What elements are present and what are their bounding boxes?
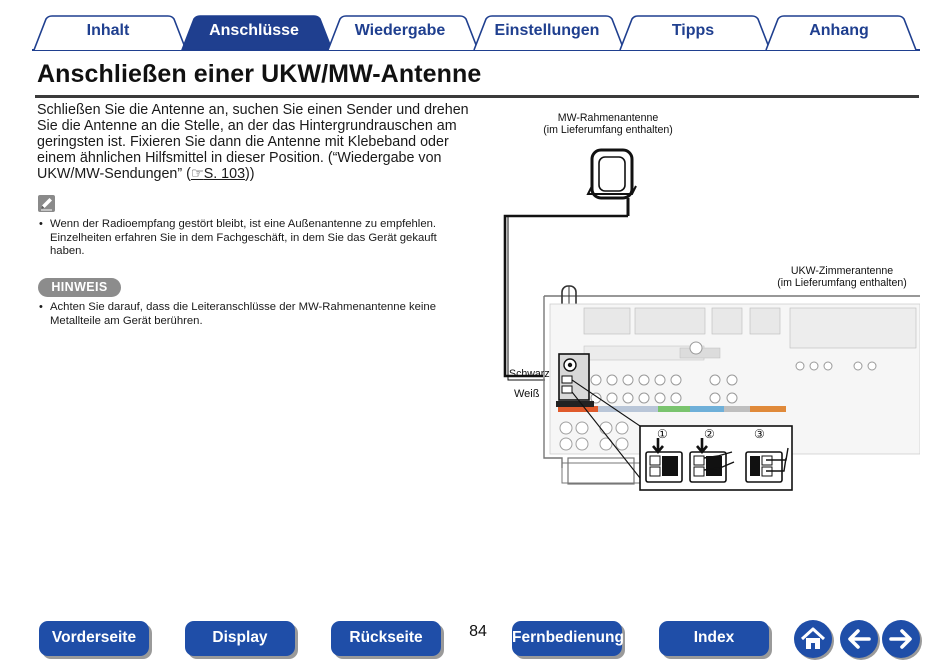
antenna-connection-diagram: MW-Rahmenantenne (im Lieferumfang enthal… [500,108,920,498]
tab-wiedergabe[interactable]: Wiedergabe [354,22,446,39]
tab-tipps[interactable]: Tipps [671,22,715,39]
page-number: 84 [469,623,487,640]
tab-bar-shapes [32,15,920,51]
wire-white-label: Weiß [514,388,540,400]
home-button[interactable] [794,620,832,658]
fm-antenna-label: UKW-Zimmerantenne (im Lieferumfang entha… [770,265,914,290]
connection-steps-inset [639,425,793,491]
tab-bar: Inhalt Anschlüsse Wiedergabe Einstellung… [0,0,950,56]
mw-antenna-name: MW-Rahmenantenne [557,112,659,124]
diagram-drawing [503,148,920,491]
note-item: Wenn der Radioempfang gestört bleibt, is… [37,218,457,259]
forward-button[interactable] [882,620,920,658]
title-divider [35,95,919,98]
note-list: Wenn der Radioempfang gestört bleibt, is… [37,218,457,259]
nav-display-button[interactable]: Display [185,621,295,656]
nav-vorderseite-button[interactable]: Vorderseite [39,621,149,656]
hint-badge: HINWEIS [38,278,121,297]
hint-item: Achten Sie darauf, dass die Leiteranschl… [37,301,457,328]
step-2-marker: ② [704,427,715,441]
tab-anhang[interactable]: Anhang [809,22,869,39]
home-icon [800,627,826,649]
intro-paragraph: Schließen Sie die Antenne an, suchen Sie… [37,102,477,183]
tab-inhalt[interactable]: Inhalt [86,22,130,39]
mw-antenna-note: (im Lieferumfang enthalten) [543,124,673,137]
hint-list: Achten Sie darauf, dass die Leiteranschl… [37,301,457,328]
pointing-hand-icon: ☞ [190,165,204,182]
fm-antenna-name: UKW-Zimmerantenne [790,265,894,277]
mw-antenna-label: MW-Rahmenantenne (im Lieferumfang enthal… [538,112,678,137]
wire-black-label: Schwarz [509,368,550,380]
arrow-right-icon [889,629,912,649]
intro-text: Schließen Sie die Antenne an, suchen Sie… [37,102,469,182]
arrow-left-icon [848,629,871,649]
nav-rueckseite-button[interactable]: Rückseite [331,621,441,656]
pencil-icon [38,195,55,212]
tab-einstellungen[interactable]: Einstellungen [494,22,600,39]
tab-anschluesse[interactable]: Anschlüsse [209,22,299,39]
nav-index-button[interactable]: Index [659,621,769,656]
antenna-terminal-block [556,353,594,407]
reference-link[interactable]: ☞S. 103 [191,166,245,182]
page-title: Anschließen einer UKW/MW-Antenne [37,60,482,88]
step-1-marker: ① [657,427,668,441]
intro-suffix: )) [245,165,255,182]
mw-loop-antenna [586,148,637,216]
fm-antenna-note: (im Lieferumfang enthalten) [777,277,907,290]
nav-fernbedienung-button[interactable]: Fernbedienung [512,621,624,656]
back-button[interactable] [840,620,878,658]
step-3-marker: ③ [754,427,765,441]
reference-page: S. 103 [203,165,246,182]
